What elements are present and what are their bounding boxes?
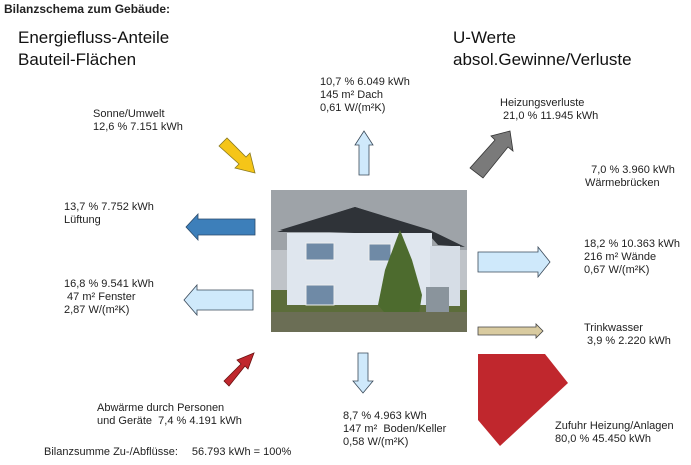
window-arrow xyxy=(183,283,254,317)
house-photo xyxy=(271,190,467,332)
heating-loss-arrow xyxy=(469,130,514,179)
roof-arrow xyxy=(354,130,374,176)
label-heizungsverluste: Heizungsverluste 21,0 % 11.945 kWh xyxy=(500,97,599,122)
drinking-water-arrow xyxy=(477,323,544,339)
heading-bauteil: Bauteil-Flächen xyxy=(18,50,137,69)
floor-arrow xyxy=(352,352,374,394)
sun-arrow xyxy=(218,137,256,174)
heating-supply-arrow xyxy=(478,354,568,446)
heading-gewinne: absol.Gewinne/Verluste xyxy=(453,50,632,69)
walls-arrow xyxy=(477,245,551,279)
label-trinkwasser: Trinkwasser 3,9 % 2.220 kWh xyxy=(584,322,671,347)
waste-heat-arrow xyxy=(223,352,255,387)
diagram-title: Bilanzschema zum Gebäude: xyxy=(4,2,171,16)
ventilation-arrow xyxy=(185,212,256,242)
heading-uwerte: U-Werte xyxy=(453,28,516,47)
balance-sum: Bilanzsumme Zu-/Abflüsse:56.793 kWh = 10… xyxy=(44,446,292,458)
heading-energiefluss: Energiefluss-Anteile xyxy=(18,28,170,47)
